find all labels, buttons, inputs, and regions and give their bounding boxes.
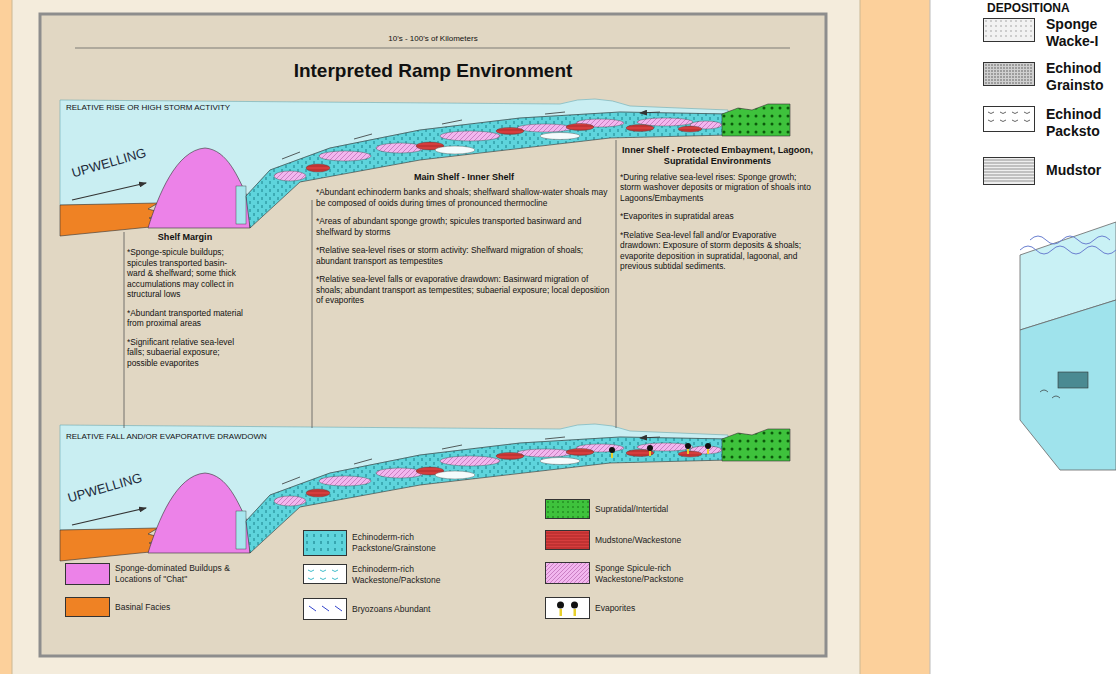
legend-heading: DEPOSITIONA	[987, 1, 1070, 15]
zone-text-block: Inner Shelf - Protected Embayment, Lagoo…	[620, 145, 815, 280]
legend-text: Echinod Grainsto	[1046, 60, 1114, 94]
zone-note: *Abundant transported material from prox…	[127, 308, 243, 329]
zone-note: *Areas of abundant sponge growth; spicul…	[316, 216, 612, 237]
zone-note: *Relative Sea-level fall and/or Evaporat…	[620, 230, 815, 272]
legend-symbol	[303, 564, 347, 584]
legend-symbol	[983, 106, 1035, 132]
zone-note: *Sponge-spicule buildups; spicules trans…	[127, 247, 243, 300]
legend-swatch	[65, 563, 110, 585]
zone-text-block: Shelf Margin *Sponge-spicule buildups; sp…	[127, 232, 243, 376]
legend-text: Echinod Packsto	[1046, 106, 1114, 140]
legend-text: Sponge-dominated Buildups & Locations of…	[115, 563, 233, 584]
zone-heading: Main Shelf - Inner Shelf	[316, 172, 612, 183]
legend-swatch	[983, 18, 1035, 42]
legend-symbol	[303, 598, 347, 620]
zone-note: *During relative sea-level rises: Sponge…	[620, 172, 815, 204]
scale-label: 10's - 100's of Kilometers	[40, 34, 826, 44]
zone-note: *Evaporites in supratidal areas	[620, 211, 815, 222]
legend-text: Evaporites	[595, 603, 745, 614]
zone-note: *Relative sea-level rises or storm activ…	[316, 245, 612, 266]
legend-symbol	[545, 597, 590, 619]
zone-text-block: Main Shelf - Inner Shelf *Abundant echino…	[316, 172, 612, 314]
zone-heading: Inner Shelf - Protected Embayment, Lagoo…	[620, 145, 815, 168]
legend-text: Mudstor	[1046, 162, 1114, 179]
zone-note: *Significant relative sea-level falls; s…	[127, 337, 243, 369]
legend-swatch	[545, 562, 590, 584]
legend-text: Sponge Spicule-rich Wackestone/Packstone	[595, 563, 705, 584]
legend-swatch	[545, 499, 590, 519]
legend-text: Echinoderm-rich Wackestone/Packstone	[352, 564, 452, 585]
diagram-title: Interpreted Ramp Environment	[40, 60, 826, 82]
legend-text: Echinoderm-rich Packstone/Grainstone	[352, 532, 452, 553]
legend-swatch	[983, 62, 1035, 86]
legend-text: Basinal Facies	[115, 602, 265, 613]
condition-label: RELATIVE RISE OR HIGH STORM ACTIVITY	[66, 103, 230, 113]
legend-text: Bryozoans Abundant	[352, 604, 492, 615]
legend-swatch	[303, 530, 347, 556]
zone-heading: Shelf Margin	[127, 232, 243, 243]
zone-note: *Relative sea-level falls or evaporative…	[316, 274, 612, 306]
condition-label: RELATIVE FALL AND/OR EVAPORATIVE DRAWDOW…	[66, 432, 267, 442]
zone-note: *Abundant echinoderm banks and shoals; s…	[316, 187, 612, 208]
legend-swatch	[545, 530, 590, 550]
legend-text: Supratidal/Intertidal	[595, 504, 745, 515]
legend-swatch	[65, 597, 110, 617]
legend-text: Sponge Wacke-I	[1046, 16, 1114, 50]
legend-swatch	[983, 157, 1035, 185]
legend-text: Mudstone/Wackestone	[595, 535, 745, 546]
